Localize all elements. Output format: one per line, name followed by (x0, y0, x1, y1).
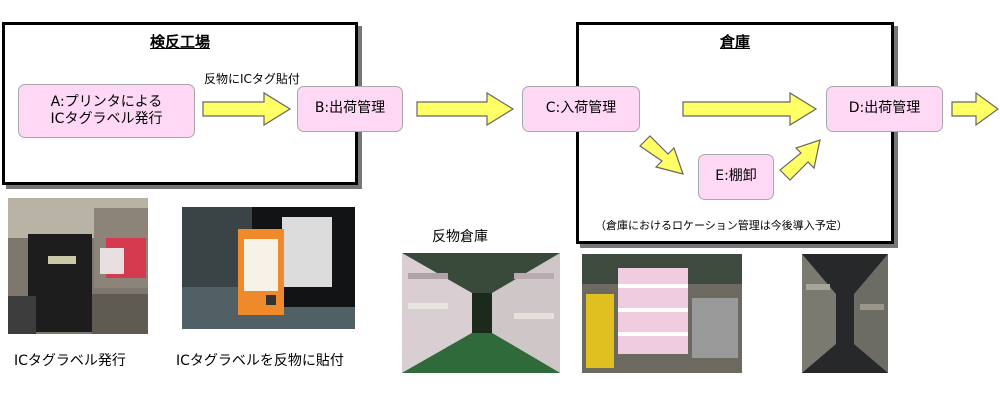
forklift-image (582, 254, 742, 373)
warehouse-aisle-image (402, 253, 560, 373)
caption-printer: ICタグラベル発行 (14, 350, 126, 370)
caption-warehouse: 反物倉庫 (432, 226, 488, 246)
arrow-e-to-d (780, 140, 820, 180)
photo-warehouse-aisle (402, 253, 560, 373)
tag-attach-image (182, 207, 355, 329)
photo-tag-attach (182, 207, 355, 329)
arrow-a-to-b (203, 93, 290, 125)
arrow-b-to-c (417, 93, 513, 125)
photo-forklift (582, 254, 742, 373)
photo-warehouse-dark (802, 254, 888, 373)
caption-attach: ICタグラベルを反物に貼付 (176, 350, 344, 370)
arrow-d-out (952, 93, 998, 125)
photo-ic-printer (8, 198, 148, 334)
warehouse-dark-image (802, 254, 888, 373)
arrow-c-to-e (640, 136, 683, 174)
arrow-c-to-d (683, 93, 816, 125)
printer-image (8, 198, 148, 334)
